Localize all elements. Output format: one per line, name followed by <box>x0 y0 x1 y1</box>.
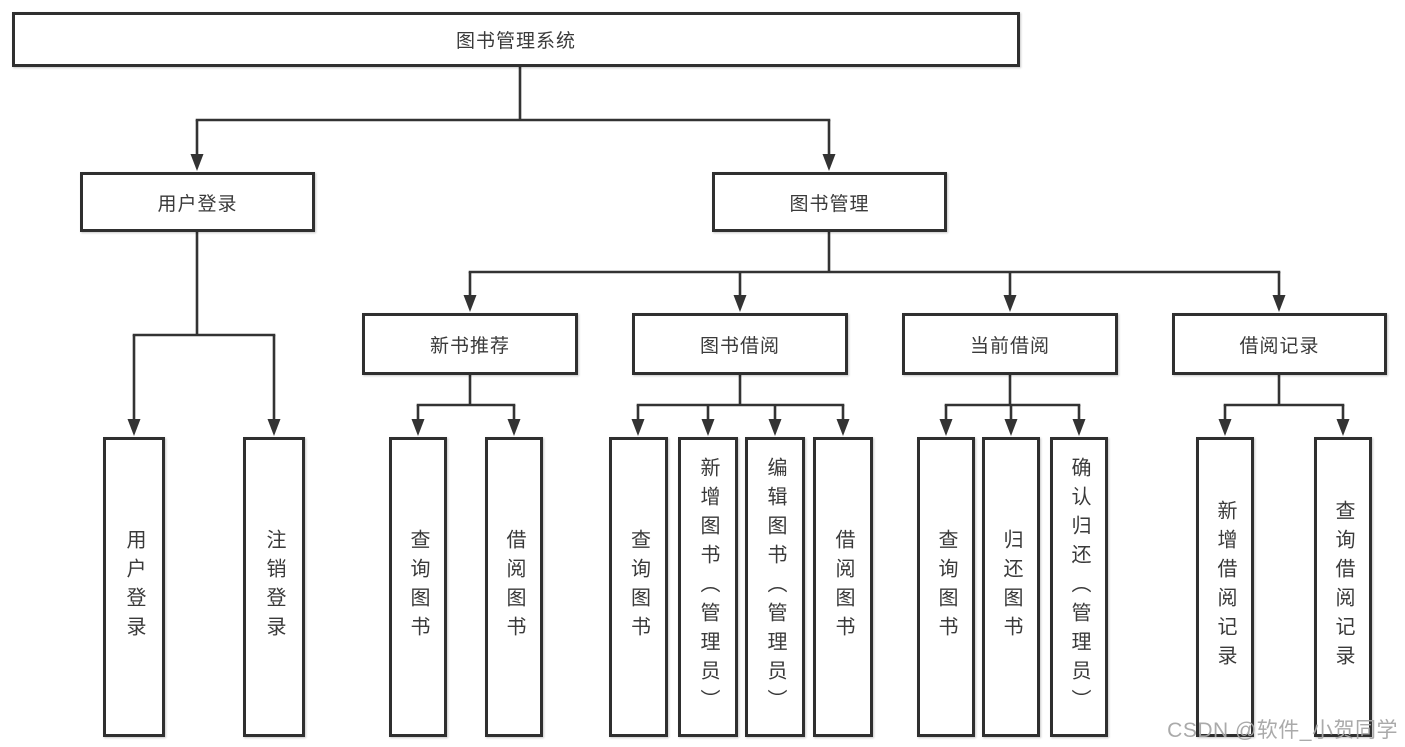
node-new-book-recommend: 新书推荐 <box>362 313 578 375</box>
leaf-add-books-admin: 新增图书（管理员） <box>678 437 738 737</box>
leaf-query-books-borrowing: 查询图书 <box>609 437 668 737</box>
node-book-management: 图书管理 <box>712 172 947 232</box>
leaf-logout: 注销登录 <box>243 437 305 737</box>
leaf-query-borrow-record: 查询借阅记录 <box>1314 437 1372 737</box>
leaf-borrow-books: 借阅图书 <box>813 437 873 737</box>
leaf-user-login: 用户登录 <box>103 437 165 737</box>
node-borrowing-records: 借阅记录 <box>1172 313 1387 375</box>
leaf-edit-books-admin: 编辑图书（管理员） <box>745 437 805 737</box>
leaf-query-books-current: 查询图书 <box>917 437 975 737</box>
leaf-confirm-return-admin: 确认归还（管理员） <box>1050 437 1108 737</box>
leaf-query-books-recommend: 查询图书 <box>389 437 447 737</box>
watermark-text: CSDN @软件_小贺同学 <box>1167 719 1398 742</box>
node-current-borrowing: 当前借阅 <box>902 313 1118 375</box>
leaf-borrow-books-recommend: 借阅图书 <box>485 437 543 737</box>
node-book-borrowing: 图书借阅 <box>632 313 848 375</box>
node-user-login: 用户登录 <box>80 172 315 232</box>
leaf-add-borrow-record: 新增借阅记录 <box>1196 437 1254 737</box>
node-root: 图书管理系统 <box>12 12 1020 67</box>
leaf-return-books: 归还图书 <box>982 437 1040 737</box>
